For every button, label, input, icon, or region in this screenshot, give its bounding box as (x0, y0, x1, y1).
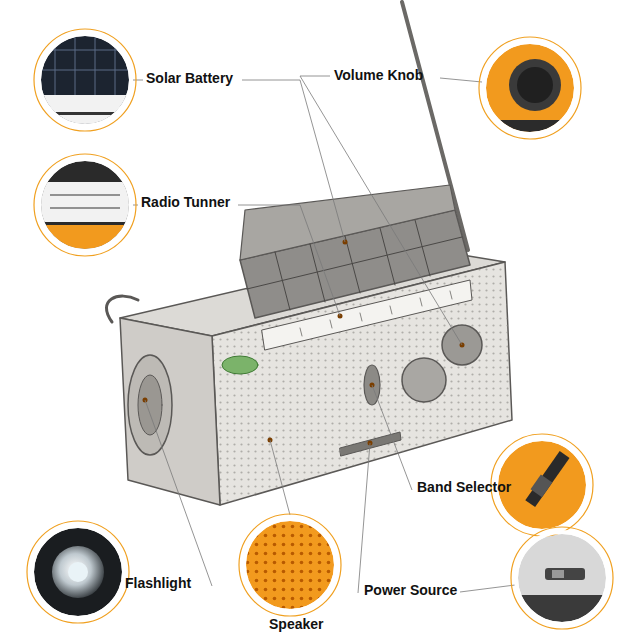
part-label: Band Selector (417, 478, 511, 496)
part-label: Volume Knob (334, 66, 423, 84)
part-label: Radio Tunner (141, 193, 230, 211)
inset-icons (27, 29, 613, 635)
part-label: Flashlight (125, 574, 191, 592)
part-label: Solar Battery (146, 69, 233, 87)
part-label: Speaker (269, 615, 323, 633)
part-label: Power Source (364, 581, 457, 599)
